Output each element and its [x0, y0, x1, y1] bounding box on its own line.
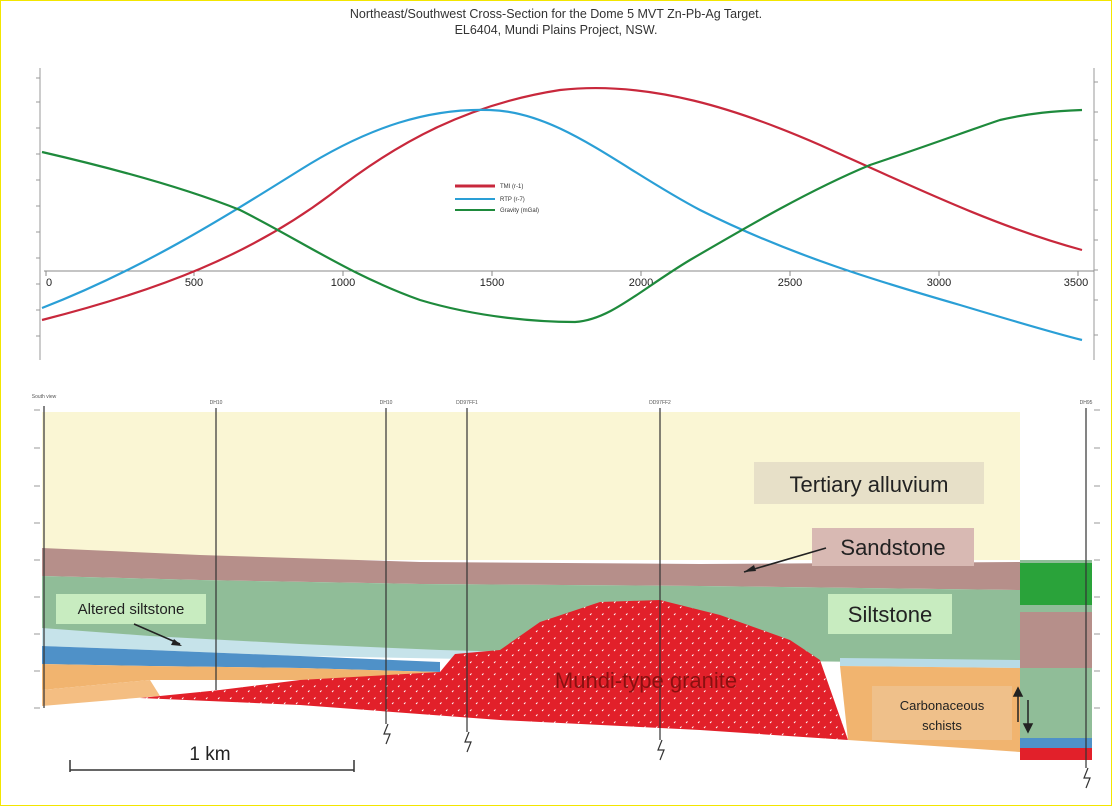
fault-arrows	[1012, 686, 1034, 734]
left-basement-lower	[42, 680, 160, 706]
sandstone-pointer-arrowhead	[744, 565, 756, 572]
sandstone-label-box	[812, 528, 974, 566]
tertiary-label-box	[754, 462, 984, 504]
x-tick-2500: 2500	[778, 277, 802, 289]
drillhole-break-symbols	[383, 723, 1091, 789]
x-axis-ticks	[45, 271, 1079, 276]
x-tick-1000: 1000	[331, 277, 355, 289]
blue-carbonate-band	[42, 646, 440, 672]
figure-title-line2: EL6404, Mundi Plains Project, NSW.	[455, 23, 658, 37]
x-tick-2000: 2000	[629, 277, 653, 289]
collar-label-dh95: DH95	[1080, 400, 1093, 406]
altered-siltstone-band	[42, 628, 520, 660]
schist-basement-layer	[42, 664, 440, 690]
altered-siltstone-label: Altered siltstone	[78, 601, 185, 618]
granite-label: Mundi-type granite	[555, 668, 737, 693]
scale-bar: 1 km	[69, 744, 355, 772]
right-column-red-base	[1020, 748, 1092, 760]
depth-ticks-left	[34, 409, 40, 709]
collar-label-dh10-a: DH10	[210, 400, 223, 406]
x-tick-3000: 3000	[927, 277, 951, 289]
tmi-profile-line	[41, 86, 1083, 322]
right-column-blue	[1020, 738, 1092, 748]
left-axis-ticks	[36, 77, 40, 337]
south-view-label: South view	[32, 394, 57, 400]
legend-tmi-label: TMI (r-1)	[500, 184, 523, 190]
right-column-sandstone	[1020, 612, 1092, 668]
collar-label-dd97ff2: DD97FF2	[649, 400, 671, 406]
schist-label-line2: schists	[922, 718, 962, 733]
sandstone-pointer-line	[743, 547, 827, 573]
sandstone-layer	[42, 548, 1020, 590]
collar-label-dh10-b: DH10	[380, 400, 393, 406]
x-tick-500: 500	[185, 277, 203, 289]
collar-label-dd97ff1: DD97FF1	[456, 400, 478, 406]
scale-bar-label: 1 km	[189, 744, 230, 765]
drillhole-traces	[43, 406, 1087, 768]
depth-ticks-right	[1094, 409, 1100, 709]
geological-cross-section: South view DH10 DH10 DD97FF1 DD97FF2 DH9…	[32, 394, 1100, 789]
altered-siltstone-label-box	[56, 594, 206, 624]
right-axis-ticks	[1094, 81, 1098, 336]
schist-label-line1: Carbonaceous	[900, 698, 985, 713]
siltstone-label: Siltstone	[848, 602, 932, 627]
schist-label-box	[872, 686, 1012, 740]
gravity-profile-line	[41, 108, 1083, 324]
sandstone-label: Sandstone	[840, 535, 945, 560]
tertiary-alluvium-label: Tertiary alluvium	[790, 472, 949, 497]
chart-legend: TMI (r-1) RTP (r-7) Gravity (mGal)	[455, 184, 539, 214]
profile-chart: 0 500 1000 1500 2000 2500 3000 3500 TMI …	[36, 68, 1098, 360]
altered-pointer-line	[133, 623, 181, 645]
mundi-granite-body	[140, 600, 848, 740]
legend-rtp-label: RTP (r-7)	[500, 197, 525, 203]
siltstone-label-box	[828, 594, 952, 634]
x-tick-1500: 1500	[480, 277, 504, 289]
right-thin-band	[840, 658, 1020, 668]
rtp-profile-line	[41, 108, 1083, 342]
altered-pointer-arrowhead	[171, 639, 182, 646]
legend-gravity-label: Gravity (mGal)	[500, 208, 539, 214]
x-tick-3500: 3500	[1064, 277, 1088, 289]
right-column-green-top	[1020, 563, 1092, 605]
x-tick-0: 0	[46, 277, 52, 289]
figure-title-line1: Northeast/Southwest Cross-Section for th…	[350, 7, 762, 21]
